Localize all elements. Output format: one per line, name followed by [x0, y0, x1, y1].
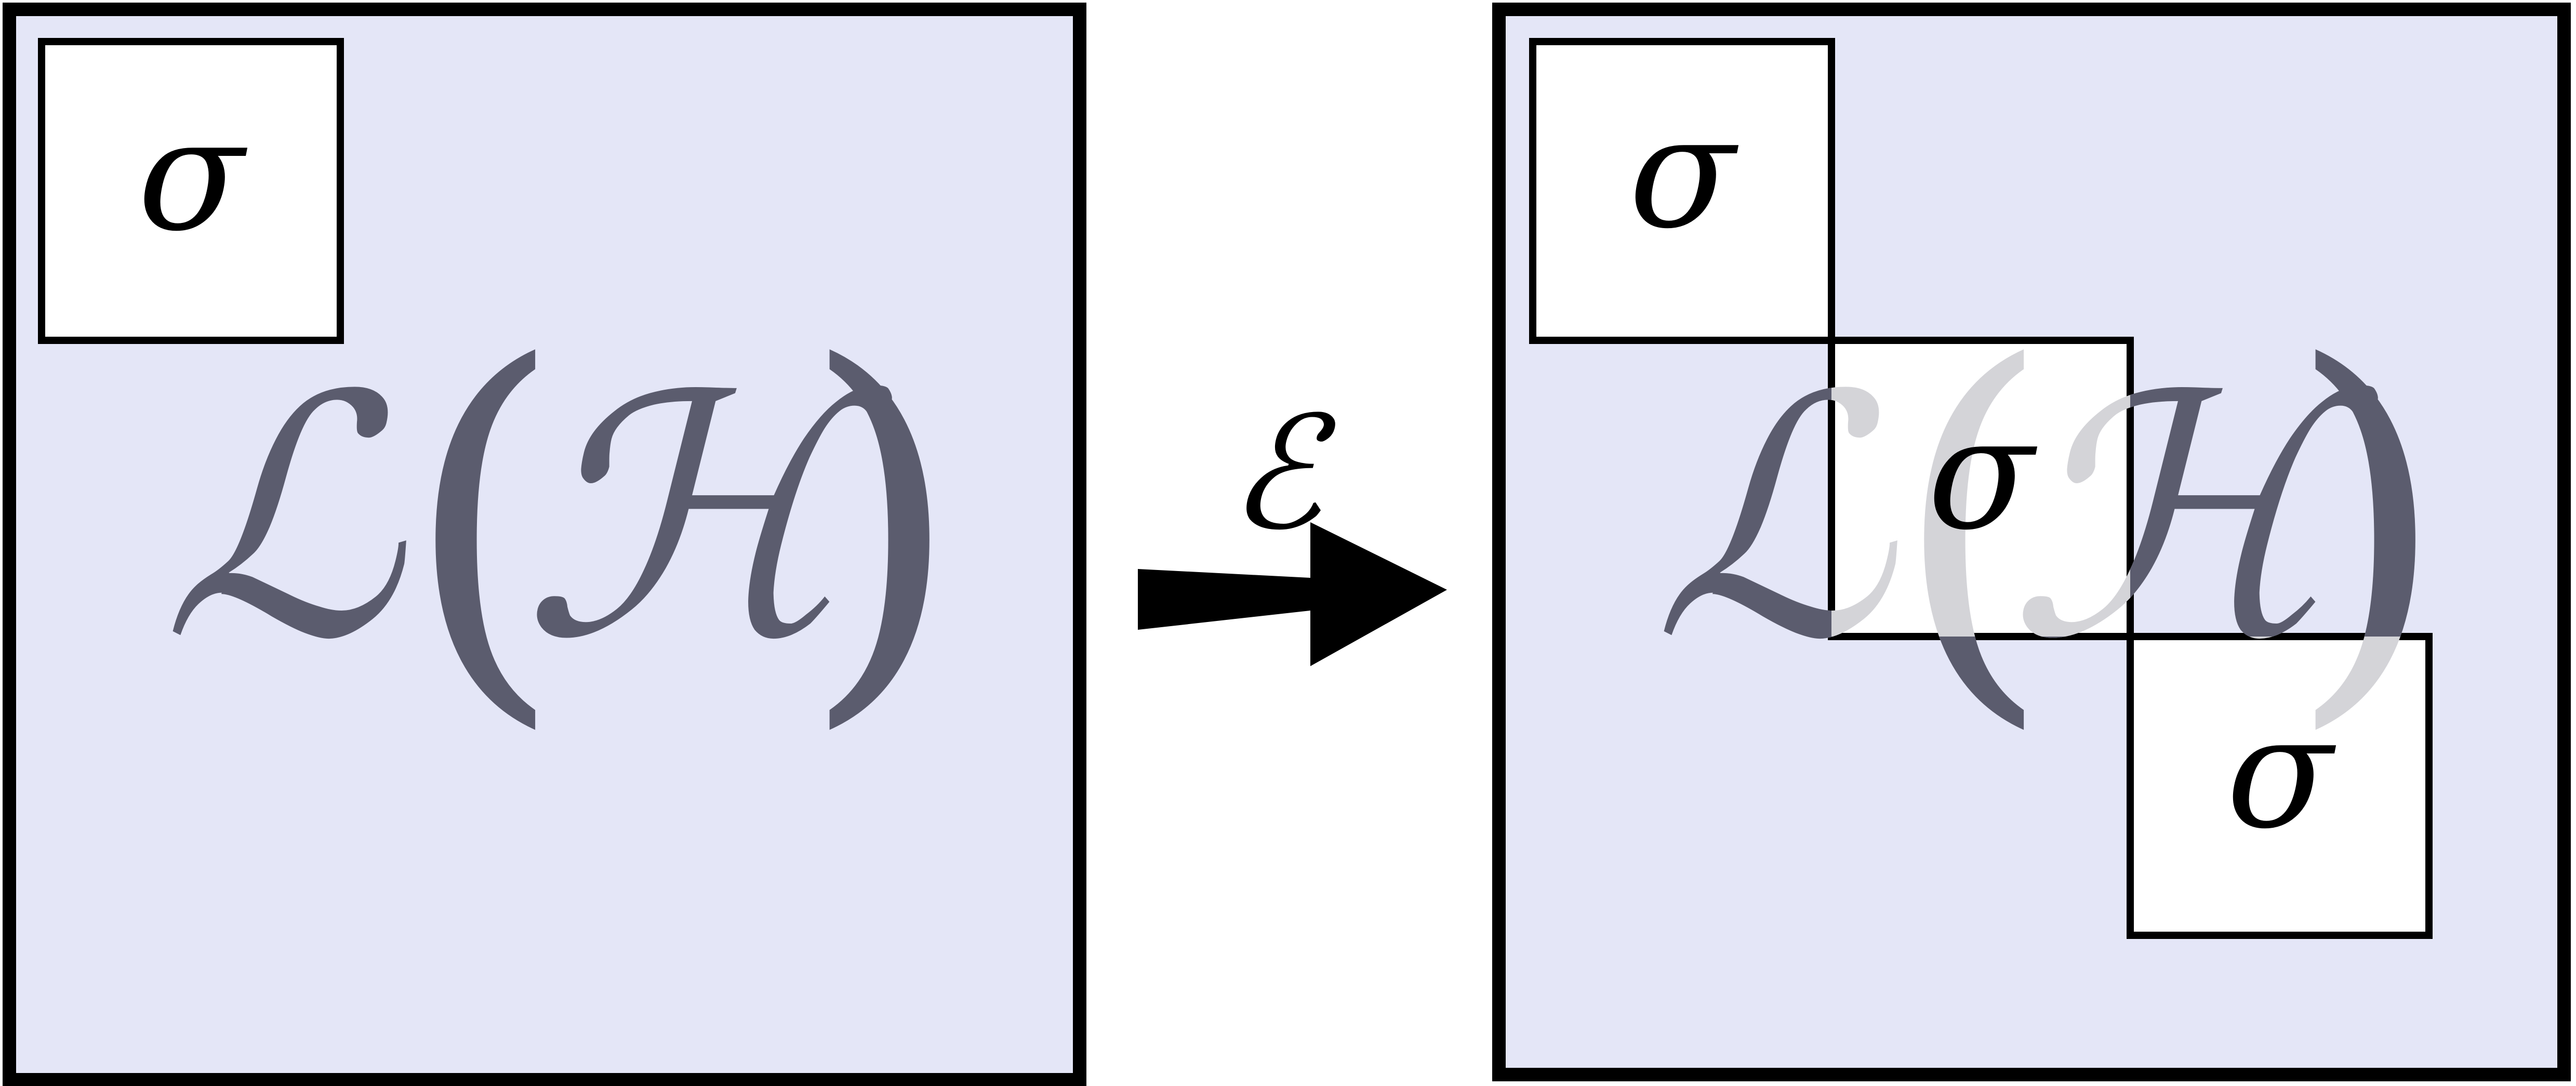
output-block-2-sigma: σ: [1928, 383, 2040, 564]
left-script-H: ℋ: [520, 325, 894, 712]
left-operator-space-label: ℒ ( ℋ ): [161, 279, 962, 763]
channel-label-E: ℰ: [1228, 383, 1338, 564]
input-state-box: [38, 38, 344, 344]
output-state-blocks: [1529, 38, 2433, 939]
input-state-sigma: σ: [138, 84, 250, 266]
input-state-block: σ: [38, 38, 344, 344]
left-open-paren: (: [403, 279, 565, 763]
left-script-L: ℒ: [161, 325, 410, 712]
output-state-symbols: σ σ σ: [1629, 82, 2339, 863]
right-open-paren-over: (: [1891, 279, 2053, 763]
output-operator-space-panel: ℒ ( ℋ ) ℒ ( ℋ ) ℒ ( ℋ ): [1492, 3, 2571, 1081]
output-block-3-box: [2127, 633, 2433, 939]
output-block-1-box: [1529, 38, 1835, 344]
input-operator-space-panel: ℒ ( ℋ ) σ: [3, 3, 1086, 1086]
output-block-2-box: [1828, 337, 2134, 640]
right-close-paren-over: ): [2286, 279, 2448, 763]
left-close-paren: ): [800, 279, 962, 763]
right-script-H-over: ℋ: [2006, 325, 2380, 712]
right-operator-space-label-over-blocks: ℒ ( ℋ ): [1652, 279, 2448, 763]
channel-arrow: ℰ: [1138, 383, 1447, 666]
right-script-L-over: ℒ: [1652, 325, 1902, 712]
output-block-1-sigma: σ: [1629, 82, 1741, 263]
output-block-3-sigma: σ: [2226, 682, 2339, 863]
arrow-shape: [1138, 522, 1447, 666]
